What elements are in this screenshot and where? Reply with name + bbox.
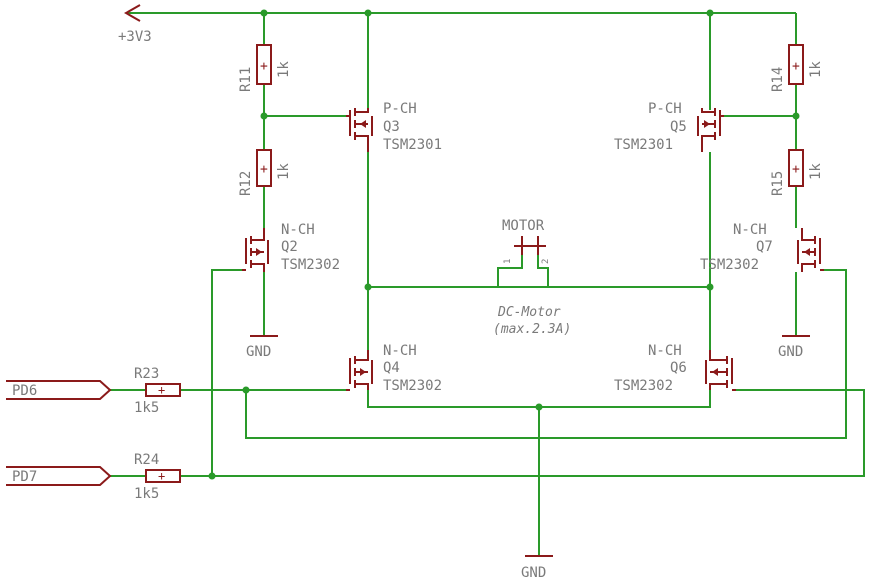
- q4-ref: Q4: [383, 360, 400, 376]
- pd6-label: PD6: [12, 383, 37, 399]
- q7-part: TSM2302: [700, 257, 759, 273]
- supply-arrow-icon: [123, 4, 141, 22]
- q2-ref: Q2: [281, 239, 298, 255]
- svg-text:+: +: [792, 162, 800, 177]
- motor-rating: (max.2.3A): [493, 322, 571, 337]
- r23-value: 1k5: [134, 400, 159, 416]
- mosfet-q4: [346, 350, 373, 391]
- q7-ref: Q7: [756, 239, 773, 255]
- gnd-q7-label: GND: [778, 344, 803, 360]
- resistor-r11: + R11 1k: [238, 44, 292, 92]
- q6-type: N-CH: [648, 343, 682, 359]
- wires: [110, 12, 865, 556]
- supply-label: +3V3: [118, 29, 152, 45]
- resistor-r14: + R14 1k: [770, 44, 824, 92]
- r11-ref: R11: [238, 67, 254, 92]
- mosfet-q5: [697, 108, 724, 152]
- q5-ref: Q5: [670, 119, 687, 135]
- svg-text:+: +: [158, 469, 165, 483]
- q3-part: TSM2301: [383, 137, 442, 153]
- port-pd6: PD6: [6, 380, 112, 400]
- q2-part: TSM2302: [281, 257, 340, 273]
- motor-pin2: 2: [541, 259, 551, 264]
- q6-part: TSM2302: [614, 378, 673, 394]
- r15-ref: R15: [770, 171, 786, 196]
- q3-type: P-CH: [383, 101, 417, 117]
- q5-part: TSM2301: [614, 137, 673, 153]
- resistor-r12: + R12 1k: [238, 149, 292, 196]
- q5-type: P-CH: [648, 101, 682, 117]
- motor-symbol: [514, 236, 546, 255]
- svg-text:+: +: [158, 383, 165, 397]
- svg-text:+: +: [792, 59, 800, 74]
- r11-value: 1k: [276, 61, 292, 78]
- motor-ref: MOTOR: [502, 218, 545, 234]
- svg-text:+: +: [260, 59, 268, 74]
- mosfet-q3: [346, 108, 373, 152]
- resistor-r15: + R15 1k: [770, 149, 824, 196]
- r12-value: 1k: [276, 163, 292, 180]
- q2-type: N-CH: [281, 222, 315, 238]
- pd7-label: PD7: [12, 469, 37, 485]
- svg-text:+: +: [260, 162, 268, 177]
- mosfet-q6: [705, 350, 736, 391]
- r23-ref: R23: [134, 366, 159, 382]
- resistor-r24: + R24 1k5: [134, 452, 181, 502]
- q4-type: N-CH: [383, 343, 417, 359]
- port-pd7: PD7: [6, 466, 112, 486]
- mosfet-q7: [797, 228, 824, 272]
- junctions: [208, 9, 800, 480]
- motor-pin1: 1: [503, 259, 513, 264]
- q3-ref: Q3: [383, 119, 400, 135]
- r14-value: 1k: [808, 61, 824, 78]
- r24-value: 1k5: [134, 486, 159, 502]
- q4-part: TSM2302: [383, 378, 442, 394]
- q6-ref: Q6: [670, 360, 687, 376]
- gnd-main-label: GND: [521, 565, 546, 581]
- r12-ref: R12: [238, 171, 254, 196]
- r24-ref: R24: [134, 452, 159, 468]
- gnd-q2-label: GND: [246, 344, 271, 360]
- r15-value: 1k: [808, 163, 824, 180]
- r14-ref: R14: [770, 67, 786, 92]
- motor-desc: DC-Motor: [497, 305, 561, 320]
- resistor-r23: + R23 1k5: [134, 366, 181, 416]
- q7-type: N-CH: [733, 222, 767, 238]
- mosfet-q2: [242, 228, 269, 272]
